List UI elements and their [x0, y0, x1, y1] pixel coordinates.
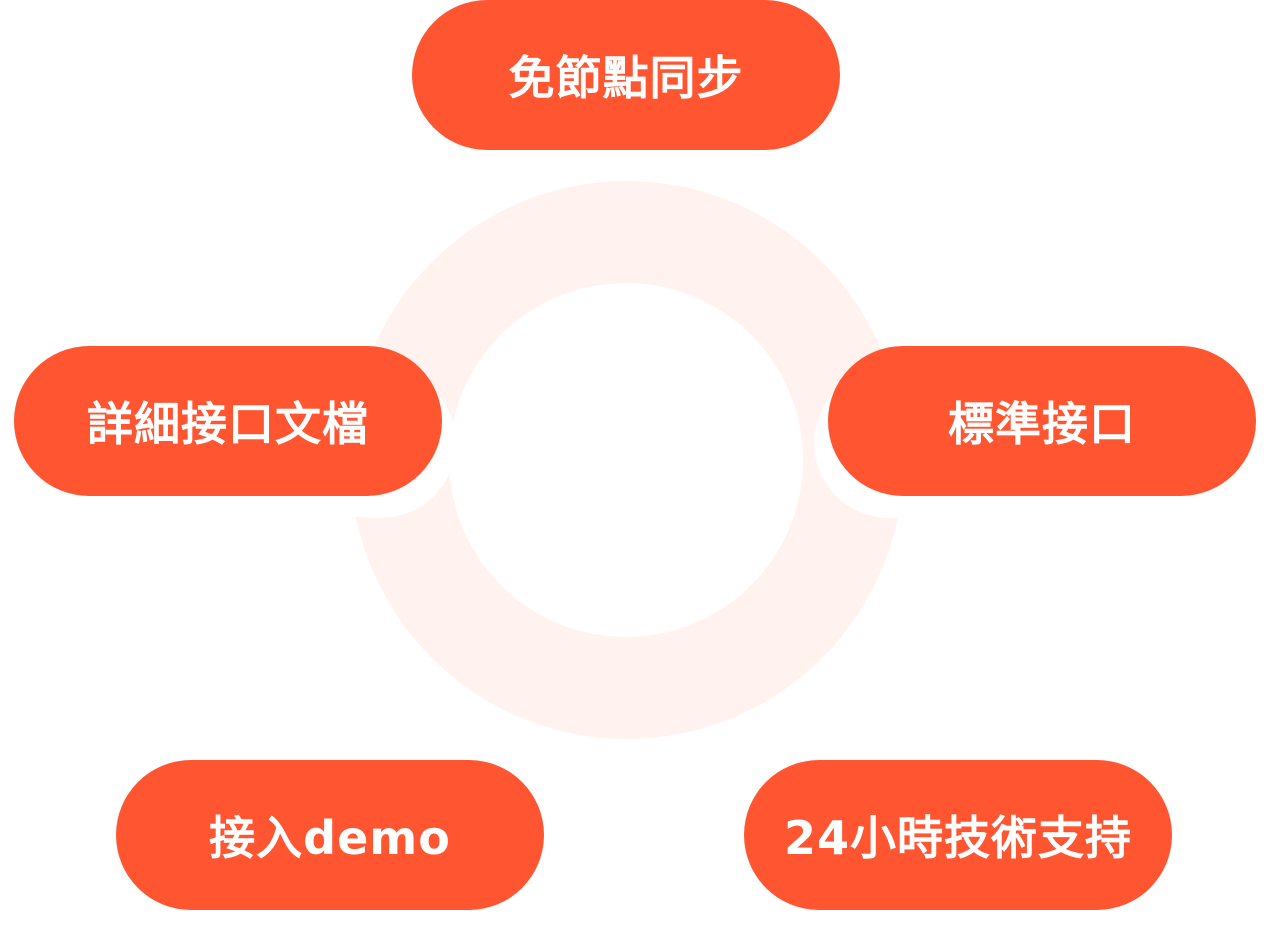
feature-pill-demo: 接入demo: [116, 760, 544, 910]
feature-pill-api-docs: 詳細接口文檔: [14, 346, 442, 496]
feature-pill-24h-support: 24小時技術支持: [744, 760, 1172, 910]
feature-label: 免節點同步: [508, 51, 744, 105]
feature-label: 接入demo: [209, 811, 451, 865]
feature-label: 24小時技術支持: [783, 811, 1132, 865]
feature-label: 詳細接口文檔: [87, 397, 369, 451]
feature-pill-standard-api: 標準接口: [828, 346, 1256, 496]
center-ring-hole: [449, 283, 803, 637]
feature-pill-node-free-sync: 免節點同步: [412, 0, 840, 150]
feature-label: 標準接口: [948, 397, 1136, 451]
